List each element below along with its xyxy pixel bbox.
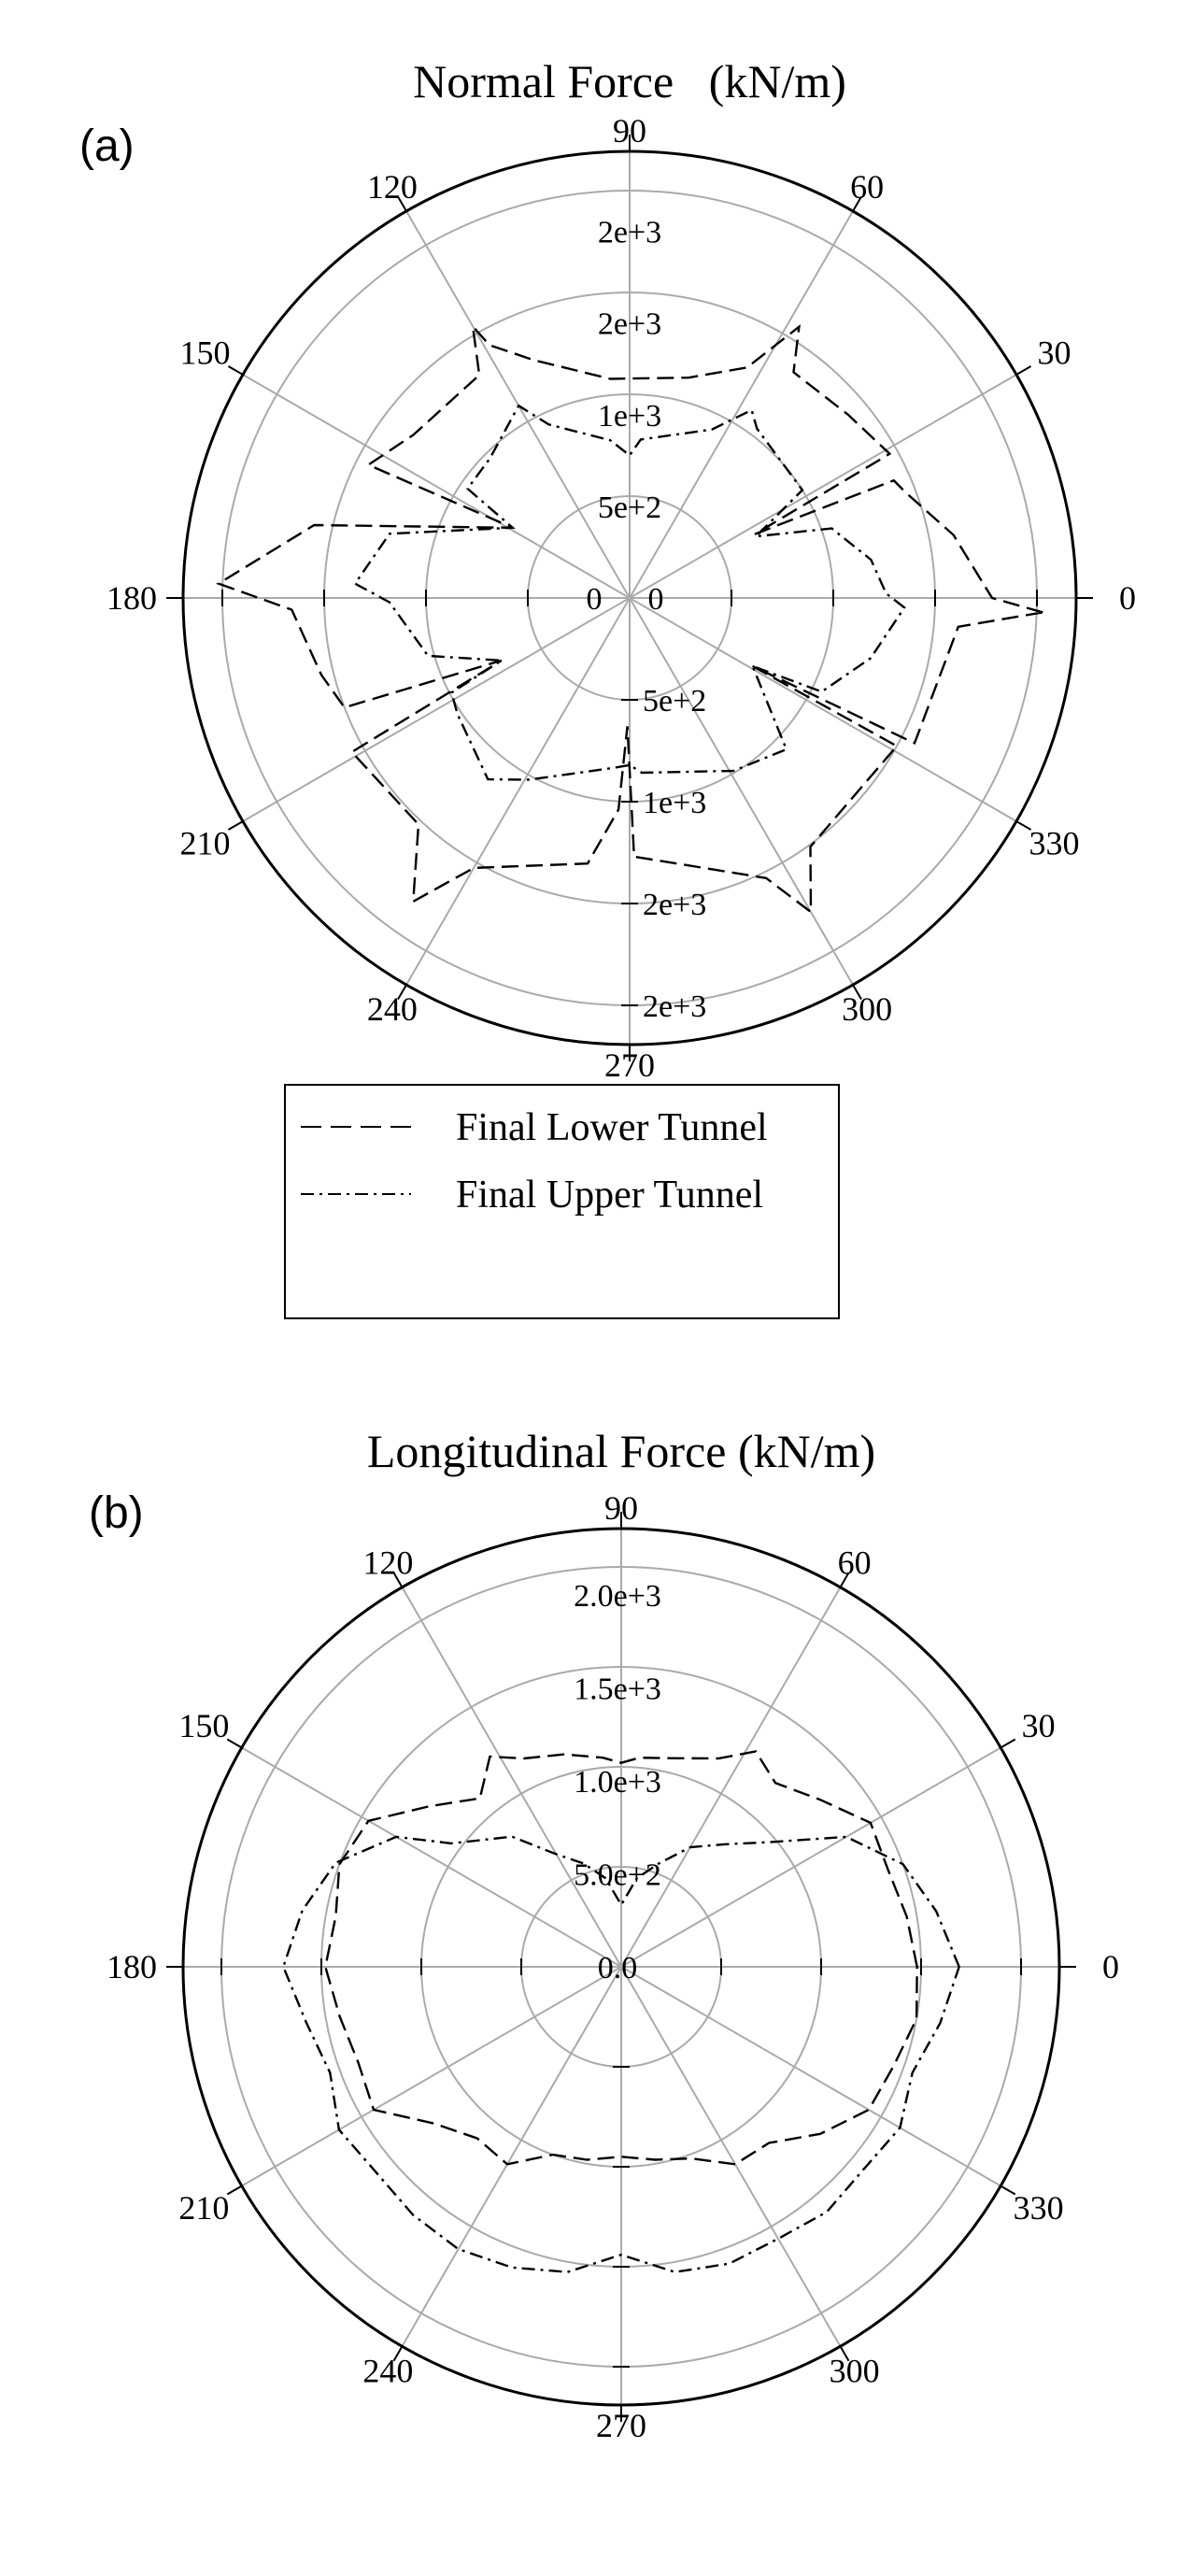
grid-spoke-300 [629, 597, 854, 986]
radial-tick-label-lower: 2e+3 [643, 888, 706, 922]
angle-tick-mark-330 [1015, 820, 1032, 831]
grid-spoke-240 [401, 1966, 622, 2347]
angle-tick-label-0: 0 [1119, 579, 1136, 617]
angle-tick-label-330: 330 [1014, 2189, 1064, 2227]
angle-tick-mark-150 [227, 365, 244, 376]
legend: Final Lower Tunnel Final Upper Tunnel [284, 1084, 840, 1319]
angle-tick-mark-60 [852, 195, 862, 212]
angle-tick-label-60: 60 [838, 1544, 872, 1582]
series-line-lower-tunnel [216, 322, 1043, 915]
series-line-upper-tunnel [353, 404, 906, 781]
chart-a-title: Normal Force (kN/m) [413, 55, 846, 107]
radial-tick-label: 1.0e+3 [574, 1765, 661, 1800]
angle-tick-label-300: 300 [842, 990, 892, 1028]
legend-label-upper: Final Upper Tunnel [456, 1174, 763, 1217]
angle-tick-mark-300 [839, 2345, 850, 2362]
radial-tick-label: 1.5e+3 [574, 1672, 661, 1706]
series-line-upper-tunnel [282, 1835, 960, 2273]
chart-a-polar-plot: 0 30 60 90 120 150 180 210 240 270 300 330 5e+2 1e+3 2… [106, 112, 1136, 1084]
angle-tick-label-180: 180 [106, 1948, 157, 1985]
radial-tick-label-lower: 5e+2 [643, 684, 706, 719]
radial-tick-label-lower: 2e+3 [643, 989, 706, 1024]
angle-tick-mark-60 [839, 1572, 850, 1588]
grid-spoke-60 [629, 210, 854, 599]
grid-spoke-150 [241, 1746, 622, 1968]
center-label-right: 0 [648, 582, 664, 617]
grid-spoke-30 [620, 1746, 1001, 1968]
angle-tick-mark-330 [1000, 2185, 1016, 2196]
angle-tick-label-60: 60 [850, 168, 884, 206]
center-label-left: 0 [587, 582, 603, 617]
angle-tick-label-210: 210 [178, 2189, 229, 2227]
angle-tick-label-240: 240 [367, 990, 418, 1028]
angle-tick-mark-240 [392, 2345, 404, 2362]
radial-tick-label: 2e+3 [598, 307, 661, 342]
angle-tick-mark-30 [1015, 365, 1032, 376]
grid-spoke-150 [242, 374, 631, 599]
grid-spoke-60 [620, 1587, 842, 1968]
angle-tick-label-180: 180 [106, 579, 157, 617]
angle-tick-mark-150 [226, 1738, 243, 1749]
grid-spoke-240 [405, 597, 631, 986]
angle-tick-label-30: 30 [1037, 334, 1071, 372]
angle-tick-label-90: 90 [613, 112, 646, 149]
angle-tick-label-150: 150 [180, 334, 231, 372]
angle-tick-label-120: 120 [362, 1544, 413, 1582]
radial-tick-label: 5e+2 [598, 491, 661, 525]
angle-tick-label-30: 30 [1022, 1707, 1056, 1744]
legend-label-lower: Final Lower Tunnel [456, 1106, 768, 1149]
angle-tick-label-240: 240 [362, 2352, 413, 2389]
angle-tick-label-150: 150 [178, 1707, 229, 1744]
angle-tick-label-270: 270 [604, 1046, 655, 1084]
grid-spoke-30 [629, 374, 1017, 599]
radial-tick-label: 5.0e+2 [574, 1857, 661, 1892]
angle-tick-mark-210 [227, 820, 244, 831]
angle-tick-mark-30 [1000, 1738, 1016, 1749]
angle-tick-mark-120 [392, 1572, 404, 1588]
radial-tick-label: 0.0 [598, 1951, 638, 1985]
grid-spoke-330 [620, 1966, 1001, 2187]
grid-spoke-300 [620, 1966, 842, 2347]
angle-tick-mark-300 [852, 984, 862, 1001]
radial-tick-label-lower: 1e+3 [643, 786, 706, 820]
legend-box [284, 1084, 840, 1319]
chart-b-panel-label: (b) [89, 1488, 144, 1538]
angle-tick-label-120: 120 [367, 168, 418, 206]
series-line-lower-tunnel [324, 1750, 918, 2166]
angle-tick-label-300: 300 [830, 2352, 880, 2389]
chart-b-polar-plot: 0 30 60 90 120 150 180 210 240 270 300 330 0.0 5.0e+2… [106, 1489, 1119, 2444]
grid-spoke-120 [401, 1587, 622, 1968]
radial-tick-label: 1e+3 [598, 399, 661, 434]
radial-tick-label: 2e+3 [598, 216, 661, 250]
angle-tick-label-90: 90 [604, 1489, 638, 1527]
grid-spoke-210 [241, 1966, 622, 2187]
grid-spoke-330 [629, 597, 1017, 822]
angle-tick-mark-240 [397, 984, 407, 1001]
radial-tick-label: 2.0e+3 [574, 1579, 661, 1614]
angle-tick-label-0: 0 [1102, 1948, 1119, 1985]
angle-tick-label-330: 330 [1029, 824, 1079, 861]
angle-tick-label-270: 270 [596, 2407, 646, 2444]
chart-a-panel-label: (a) [79, 121, 135, 171]
angle-tick-mark-120 [397, 195, 407, 212]
angle-tick-label-210: 210 [180, 824, 231, 861]
chart-b-title: Longitudinal Force (kN/m) [367, 1425, 875, 1477]
grid-spoke-210 [242, 597, 631, 822]
angle-tick-mark-210 [226, 2185, 243, 2196]
